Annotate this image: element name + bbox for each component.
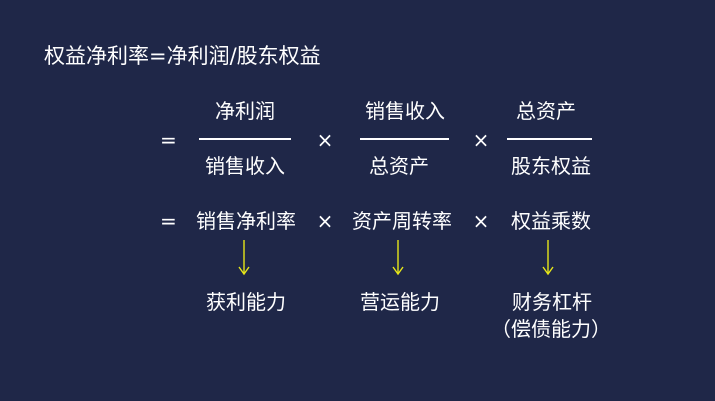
ratio-net-profit-margin: 销售净利率: [196, 209, 296, 233]
times-sign-1: ×: [316, 128, 334, 152]
ratio-asset-turnover: 资产周转率: [352, 209, 452, 233]
ability-profitability: 获利能力: [206, 290, 286, 314]
down-arrow-icon: [392, 240, 404, 276]
fraction-1-numerator: 净利润: [215, 99, 275, 123]
times-sign-4: ×: [472, 209, 490, 233]
fraction-1-bar: [199, 138, 291, 140]
ratio-equity-multiplier: 权益乘数: [511, 209, 591, 233]
fraction-3-numerator: 总资产: [516, 99, 576, 123]
ability-operating: 营运能力: [360, 290, 440, 314]
fraction-3-bar: [507, 138, 592, 140]
fraction-3-denominator: 股东权益: [511, 154, 591, 178]
formula-title: 权益净利率=净利润/股东权益: [44, 44, 321, 68]
down-arrow-icon: [238, 240, 250, 276]
ability-financial-leverage: 财务杠杆: [512, 290, 592, 314]
fraction-2-numerator: 销售收入: [365, 99, 445, 123]
fraction-2-bar: [360, 138, 449, 140]
times-sign-3: ×: [316, 209, 334, 233]
times-sign-2: ×: [472, 128, 490, 152]
fraction-2-denominator: 总资产: [369, 154, 429, 178]
down-arrow-icon: [542, 240, 554, 276]
equals-sign-2: =: [160, 209, 177, 233]
equals-sign-1: =: [160, 128, 177, 152]
ability-solvency-note: （偿债能力）: [491, 317, 611, 341]
fraction-1-denominator: 销售收入: [205, 154, 285, 178]
